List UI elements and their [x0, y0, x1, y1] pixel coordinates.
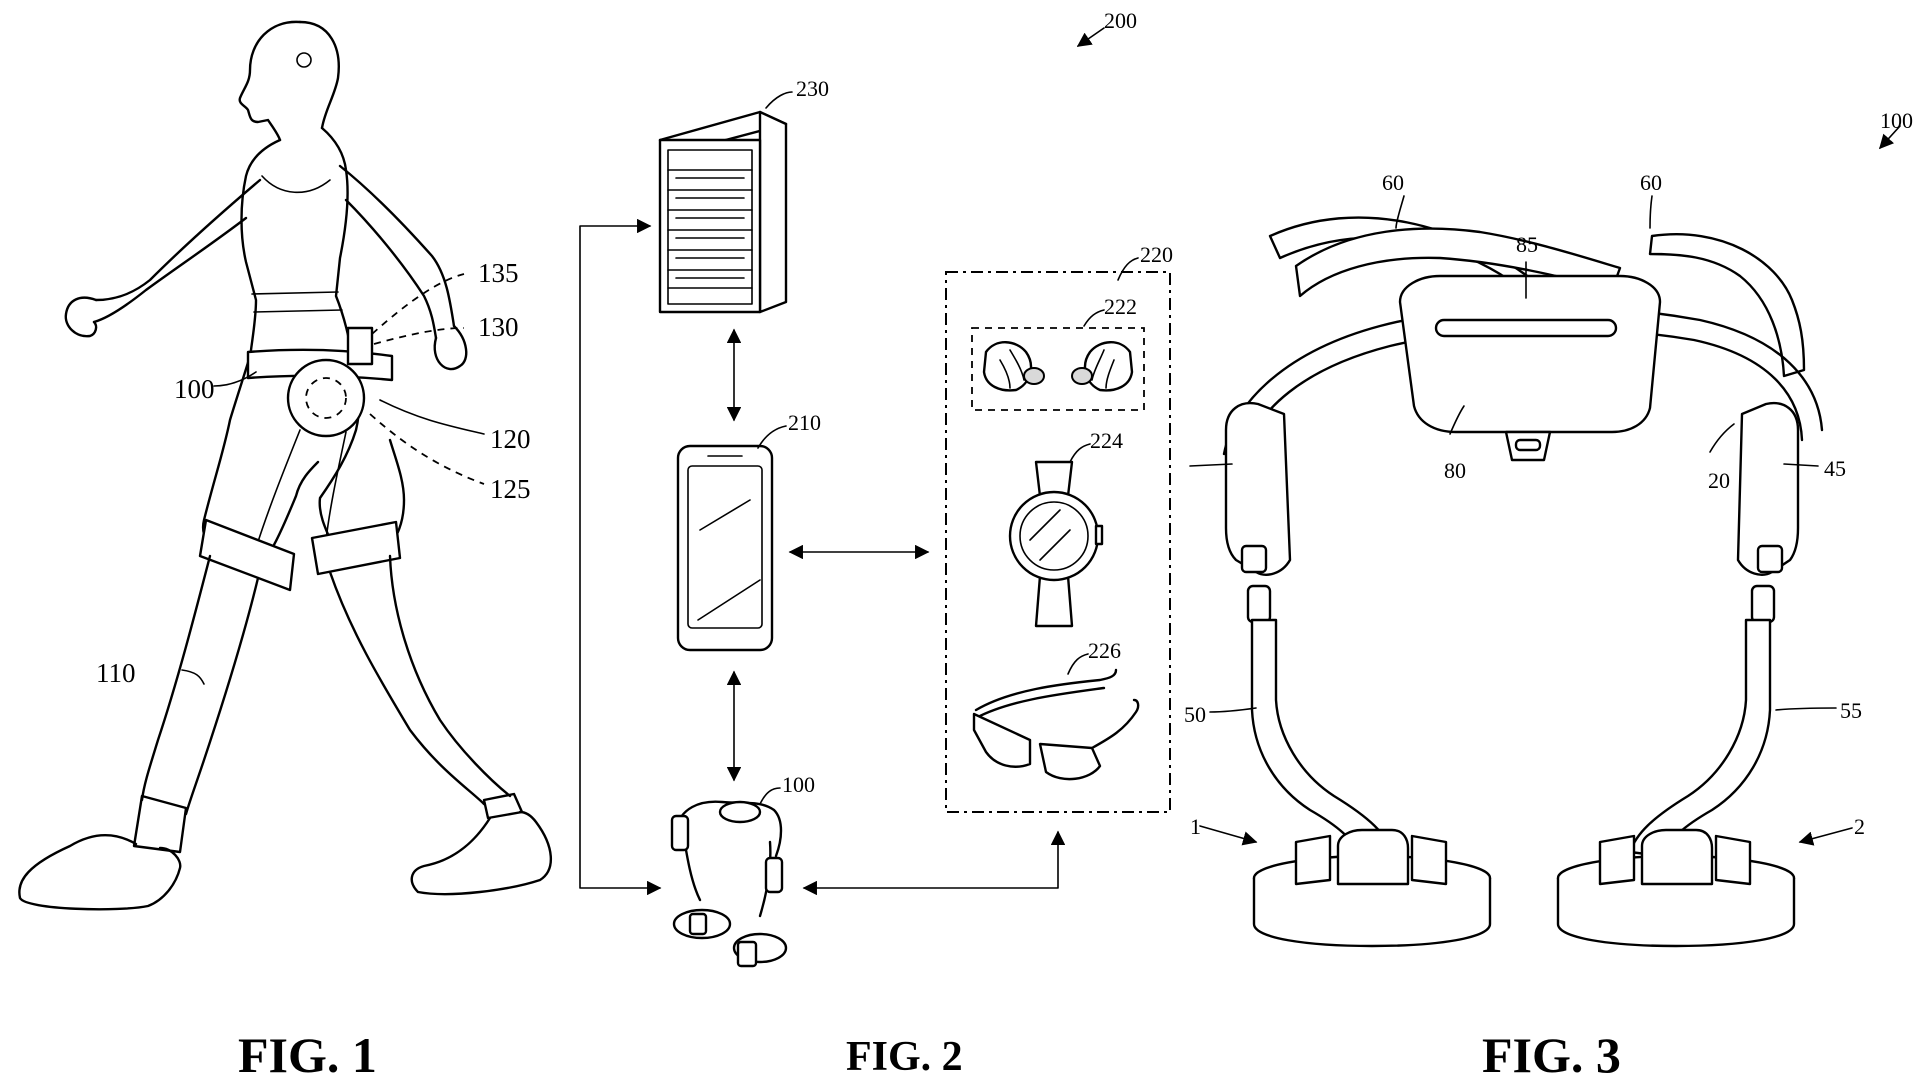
ref-200: 200	[1104, 8, 1137, 33]
left-thigh-cuff	[1252, 828, 1492, 948]
fig3-leaders	[1189, 125, 1901, 846]
ref-2: 2	[1854, 814, 1865, 839]
fig1-labels: 135 130 100 120 125 110	[96, 258, 531, 688]
right-thigh-cuff	[1556, 828, 1796, 948]
fig2-system-diagram	[579, 27, 1171, 968]
fig2-connection-arrows	[579, 218, 1066, 896]
center-control-unit	[1398, 274, 1662, 434]
ref-226: 226	[1088, 638, 1121, 663]
ref-220: 220	[1140, 242, 1173, 267]
ref-100-fig2: 100	[782, 772, 815, 797]
ref-50: 50	[1184, 702, 1206, 727]
ref-85: 85	[1516, 232, 1538, 257]
fig1-leaders	[181, 273, 485, 685]
wearables-group-box	[945, 271, 1171, 813]
smartwatch-icon	[1008, 460, 1104, 628]
fig3-caption: FIG. 3	[1482, 1027, 1621, 1080]
ref-80: 80	[1444, 458, 1466, 483]
smartphone-icon	[676, 444, 774, 652]
fig3-labels: 100 60 60 85 80 20 45 50 55 1 2	[1184, 108, 1913, 839]
server-icon	[658, 110, 788, 314]
wearable-device-icon	[670, 800, 788, 968]
ref-125: 125	[490, 474, 531, 504]
motor-125	[305, 377, 347, 419]
fig2-caption: FIG. 2	[846, 1034, 963, 1080]
ref-222: 222	[1104, 294, 1137, 319]
ref-230: 230	[796, 76, 829, 101]
fig2-labels: 200 230 210 220 222 224 226 100	[782, 8, 1173, 797]
ref-100: 100	[174, 374, 215, 404]
ref-1: 1	[1190, 814, 1201, 839]
sensor-module-130	[346, 326, 374, 366]
actuator-120	[286, 358, 366, 438]
ref-60-right: 60	[1640, 170, 1662, 195]
ref-100-fig3: 100	[1880, 108, 1913, 133]
smart-glasses-icon	[972, 668, 1140, 781]
earbuds-icon	[982, 341, 1134, 392]
ref-60-left: 60	[1382, 170, 1404, 195]
ref-20: 20	[1708, 468, 1730, 493]
ref-210: 210	[788, 410, 821, 435]
fig1-walking-person	[18, 20, 553, 911]
ref-224: 224	[1090, 428, 1123, 453]
ref-120: 120	[490, 424, 531, 454]
fig3-wearable-device	[1189, 125, 1901, 948]
fig2-leaders	[757, 27, 1139, 805]
ref-110: 110	[96, 658, 136, 688]
ref-135: 135	[478, 258, 519, 288]
ref-130: 130	[478, 312, 519, 342]
fig1-caption: FIG. 1	[238, 1027, 377, 1080]
ref-45: 45	[1824, 456, 1846, 481]
ref-55: 55	[1840, 698, 1862, 723]
earbuds-box	[971, 327, 1145, 411]
